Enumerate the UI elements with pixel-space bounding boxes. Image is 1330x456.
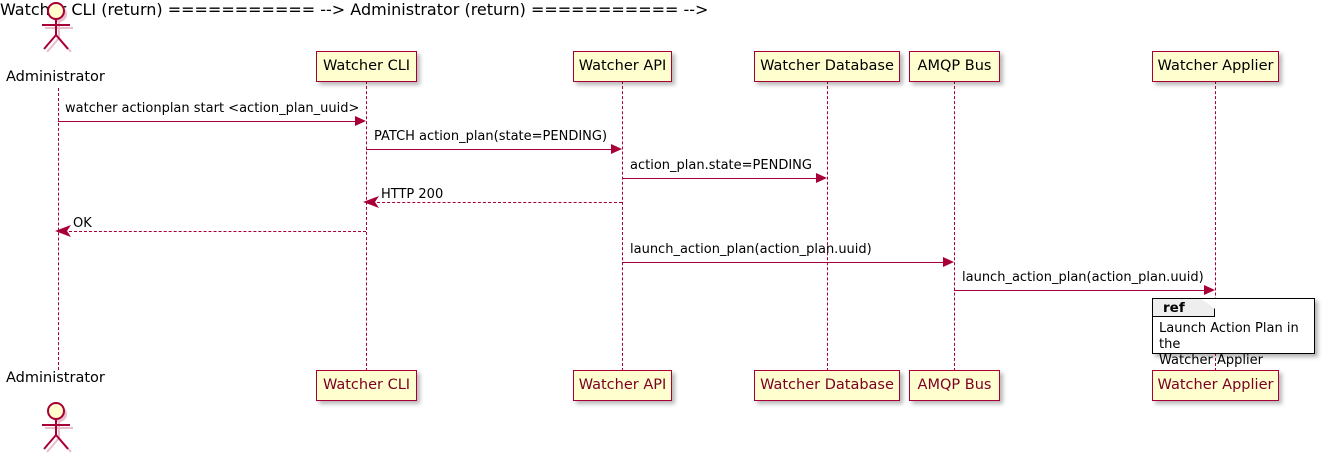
participant-box-watcher-database-bottom[interactable]: Watcher Database [754, 370, 900, 401]
message-line-patch-action-plan [366, 149, 611, 150]
message-label-action-plan-state-pending: action_plan.state=PENDING [630, 158, 812, 173]
participant-box-watcher-api-bottom[interactable]: Watcher API [573, 370, 672, 401]
arrowhead-left-icon-msg4 [363, 196, 379, 208]
ref-fragment-body-text: Launch Action Plan in the Watcher Applie… [1159, 321, 1299, 368]
message-line-ok [69, 231, 366, 232]
participant-box-watcher-cli-bottom[interactable]: Watcher CLI [316, 370, 417, 401]
lifeline-watcher-applier [1215, 81, 1216, 371]
participant-box-amqp-bus-bottom[interactable]: AMQP Bus [909, 370, 1000, 401]
arrowhead-right-icon-msg7 [1204, 284, 1215, 295]
participant-box-watcher-api-top[interactable]: Watcher API [573, 51, 672, 82]
lifeline-watcher-cli [366, 81, 367, 371]
ref-fragment-tab-label: ref [1153, 299, 1215, 317]
message-label-watcher-actionplan-start: watcher actionplan start <action_plan_uu… [65, 101, 360, 116]
ref-fragment-box[interactable]: ref Launch Action Plan in the Watcher Ap… [1152, 298, 1315, 368]
message-label-launch-action-plan-api-to-bus: launch_action_plan(action_plan.uuid) [630, 242, 872, 257]
message-line-launch-action-plan-bus-to-applier [954, 290, 1204, 291]
arrowhead-right-icon-msg6 [943, 256, 954, 267]
message-line-http-200 [377, 202, 622, 203]
lifeline-amqp-bus [954, 81, 955, 371]
actor-label-administrator-top: Administrator [6, 69, 105, 85]
lifeline-watcher-database [827, 81, 828, 371]
actor-icon-administrator-top [42, 2, 73, 52]
message-label-ok: OK [73, 216, 92, 231]
actor-icon-administrator-bottom [42, 402, 73, 453]
message-line-action-plan-state-pending [622, 178, 816, 179]
message-label-launch-action-plan-bus-to-applier: launch_action_plan(action_plan.uuid) [962, 270, 1204, 285]
participant-box-watcher-applier-bottom[interactable]: Watcher Applier [1152, 370, 1279, 401]
message-label-http-200: HTTP 200 [381, 187, 444, 202]
participant-box-watcher-database-top[interactable]: Watcher Database [754, 51, 900, 82]
actor-label-administrator-bottom: Administrator [6, 370, 105, 386]
lifeline-watcher-api [622, 81, 623, 371]
arrowhead-right-icon-msg2 [611, 143, 622, 154]
message-label-patch-action-plan: PATCH action_plan(state=PENDING) [374, 129, 608, 144]
message-line-launch-action-plan-api-to-bus [622, 262, 943, 263]
participant-box-watcher-cli-top[interactable]: Watcher CLI [316, 51, 417, 82]
lifeline-administrator [58, 88, 59, 370]
participant-box-amqp-bus-top[interactable]: AMQP Bus [909, 51, 1000, 82]
arrowhead-right-icon-msg3 [816, 172, 827, 183]
message-line-watcher-actionplan-start [58, 121, 355, 122]
arrowhead-right-icon-msg1 [355, 115, 366, 126]
participant-box-watcher-applier-top[interactable]: Watcher Applier [1152, 51, 1279, 82]
arrowhead-left-icon-msg5 [55, 225, 71, 237]
